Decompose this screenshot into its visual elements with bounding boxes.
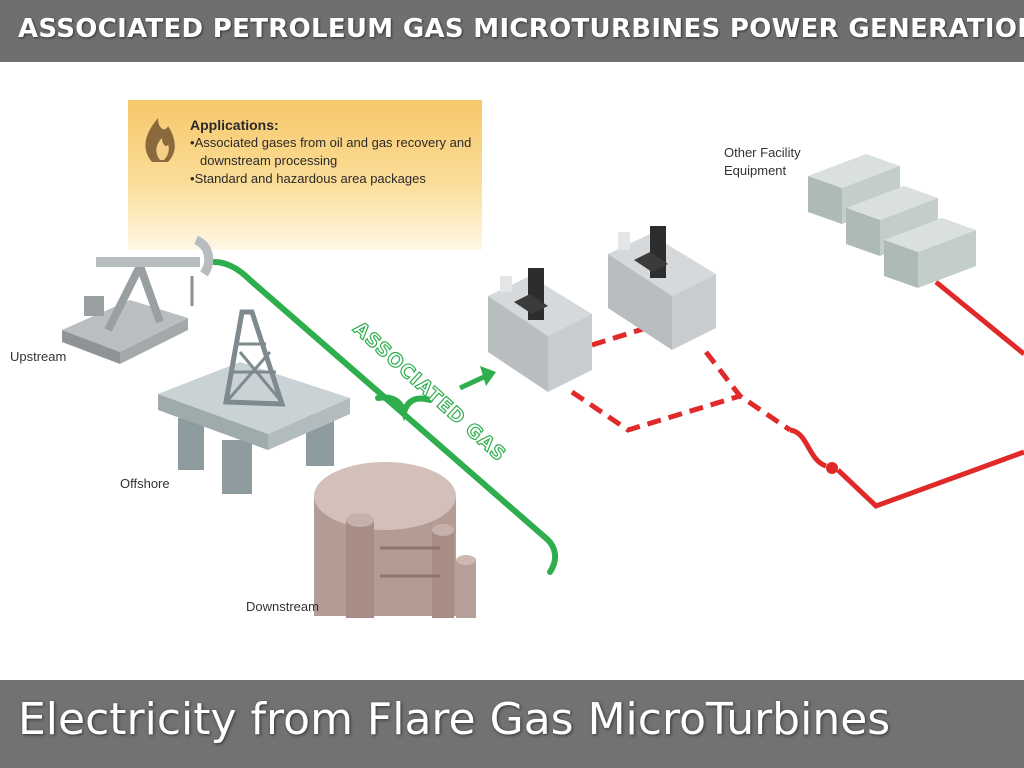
facility-equipment-icon [808, 154, 976, 288]
offshore-platform-icon [158, 309, 350, 494]
facility-label-line2: Equipment [724, 163, 787, 178]
power-lines [570, 280, 1024, 509]
list-item: Associated gases from oil and gas recove… [190, 134, 480, 170]
page-title: ASSOCIATED PETROLEUM GAS MICROTURBINES P… [18, 14, 1024, 44]
applications-text: Applications: Associated gases from oil … [190, 116, 480, 188]
applications-list: Associated gases from oil and gas recove… [190, 134, 480, 188]
associated-gas-pipeline [211, 259, 558, 575]
applications-title: Applications: [190, 117, 279, 133]
header-bar [0, 0, 1024, 62]
footer-title: Electricity from Flare Gas MicroTurbines [18, 694, 891, 745]
pump-jack-icon [62, 235, 214, 364]
list-item: Standard and hazardous area packages [190, 170, 480, 188]
offshore-label: Offshore [120, 476, 170, 491]
downstream-label: Downstream [246, 599, 319, 614]
footer-bar [0, 680, 1024, 768]
gas-arrow-icon [458, 366, 496, 391]
refinery-tank-icon [314, 462, 476, 618]
facility-label-line1: Other Facility [724, 145, 801, 160]
upstream-label: Upstream [10, 349, 67, 364]
associated-gas-label: ASSOCIATED GAS [349, 317, 511, 466]
flame-icon [145, 118, 175, 162]
microturbine-icon [488, 268, 592, 392]
microturbine-icon [608, 226, 716, 350]
diagram-canvas: ASSOCIATED GAS [62, 118, 1024, 618]
